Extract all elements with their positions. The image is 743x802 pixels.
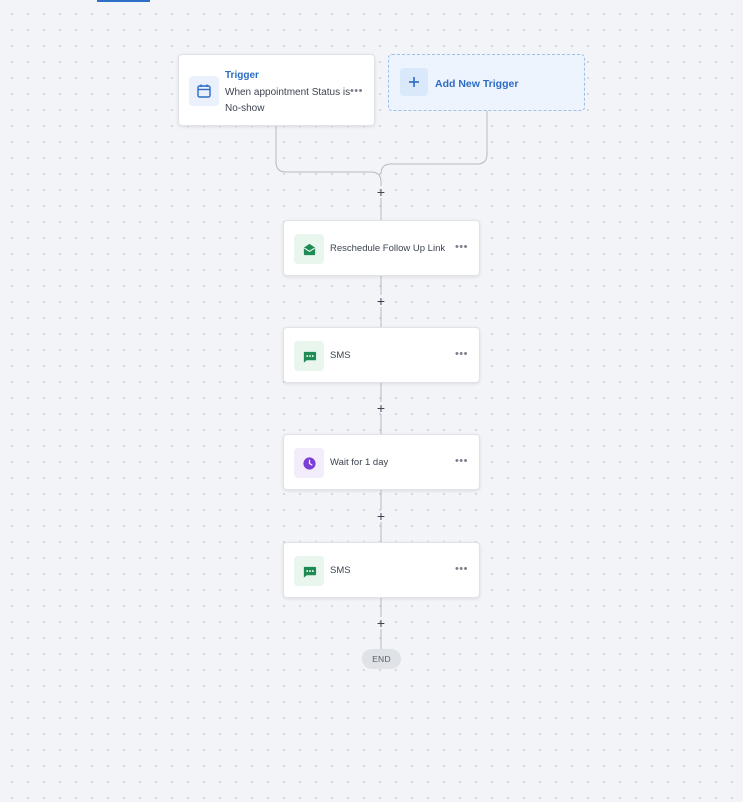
clock-icon <box>294 448 324 478</box>
trigger-card[interactable]: Trigger When appointment Status is No-sh… <box>178 54 375 126</box>
trigger-description: When appointment Status is No-show <box>225 87 351 114</box>
trigger-title: Trigger <box>225 70 259 81</box>
more-options-icon[interactable]: ••• <box>454 563 468 575</box>
add-step-button[interactable]: + <box>376 184 386 200</box>
action-card-reschedule[interactable]: Reschedule Follow Up Link ••• <box>283 220 480 276</box>
action-card-wait[interactable]: Wait for 1 day ••• <box>283 434 480 490</box>
connector-add-trigger <box>380 111 488 175</box>
more-options-icon[interactable]: ••• <box>454 241 468 253</box>
add-step-button[interactable]: + <box>376 508 386 524</box>
connector-trigger <box>275 126 382 186</box>
action-label: Reschedule Follow Up Link <box>330 243 446 254</box>
action-card-sms[interactable]: SMS ••• <box>283 327 480 383</box>
more-options-icon[interactable]: ••• <box>454 455 468 467</box>
chat-icon <box>294 341 324 371</box>
add-step-button[interactable]: + <box>376 615 386 631</box>
action-label: SMS <box>330 565 351 576</box>
add-step-button[interactable]: + <box>376 400 386 416</box>
email-icon <box>294 234 324 264</box>
end-marker: END <box>362 649 401 669</box>
calendar-icon <box>189 76 219 106</box>
plus-icon <box>400 68 428 96</box>
action-label: SMS <box>330 350 351 361</box>
action-label: Wait for 1 day <box>330 457 389 468</box>
add-new-trigger-button[interactable]: Add New Trigger <box>388 54 585 111</box>
chat-icon <box>294 556 324 586</box>
add-step-button[interactable]: + <box>376 293 386 309</box>
action-card-sms[interactable]: SMS ••• <box>283 542 480 598</box>
more-options-icon[interactable]: ••• <box>349 85 363 97</box>
more-options-icon[interactable]: ••• <box>454 348 468 360</box>
add-trigger-label: Add New Trigger <box>435 78 519 90</box>
active-tab-indicator <box>97 0 150 2</box>
